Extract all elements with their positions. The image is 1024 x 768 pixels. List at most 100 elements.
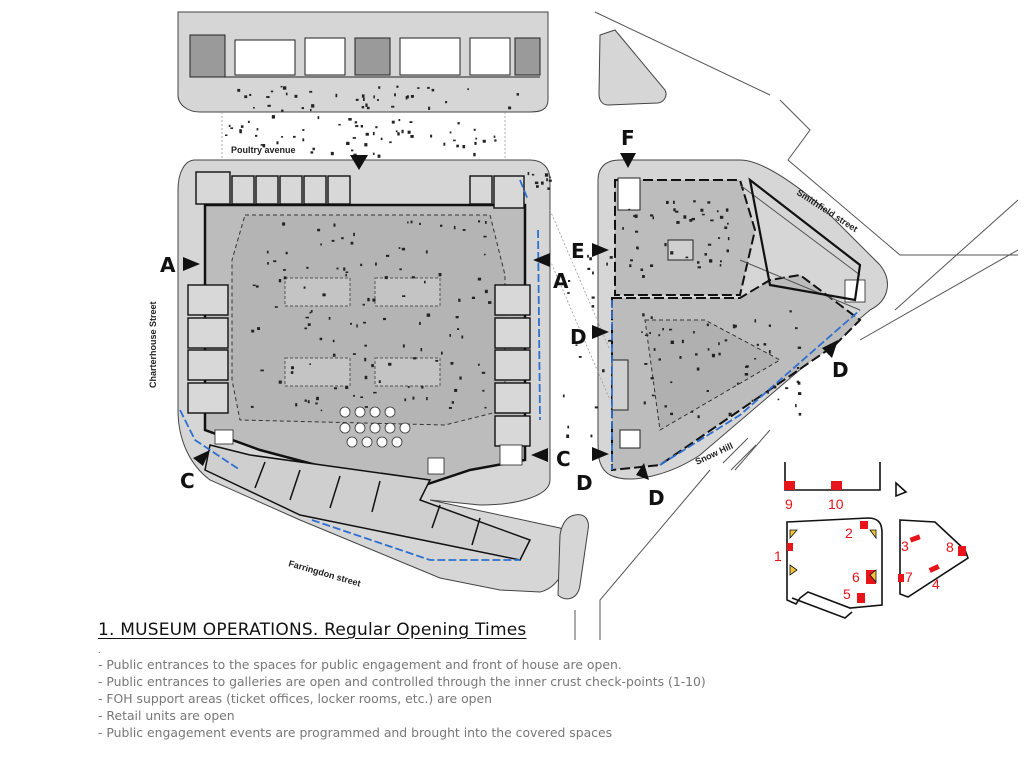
person-figure [737,382,739,385]
person-figure [608,339,612,342]
person-figure [257,327,260,330]
person-figure [280,85,283,88]
person-figure [419,321,421,325]
person-figure [536,185,539,188]
person-figure [458,298,461,302]
person-figure [767,390,769,394]
person-figure [798,392,802,395]
person-figure [477,277,482,281]
person-figure [531,173,535,176]
checkpoint-label-9: 9 [785,496,793,512]
person-figure [592,271,594,275]
person-figure [328,317,331,320]
person-figure [448,407,452,409]
person-figure [430,134,433,138]
person-figure [732,324,736,327]
person-figure [544,173,549,177]
person-figure [312,147,315,151]
entrance-arrow-f [620,153,636,168]
person-figure [754,358,757,360]
person-figure [363,321,366,324]
person-figure [373,391,377,394]
person-figure [431,88,435,92]
entrance-label-d-snowhill: D [648,486,665,510]
person-figure [483,235,487,238]
person-figure [696,367,700,371]
person-figure [332,339,335,343]
person-figure [728,412,732,417]
person-figure [691,217,695,221]
person-figure [640,268,644,271]
person-figure [309,311,312,314]
person-figure [305,316,309,319]
checkpoint-label-5: 5 [843,586,851,602]
person-figure [445,101,448,104]
person-figure [633,215,636,217]
person-figure [309,363,311,365]
person-figure [710,219,714,222]
person-figure [567,425,570,429]
street-label-charterhouse-street: Charterhouse Street [148,301,158,388]
road-island [557,514,589,600]
person-figure [727,237,730,241]
person-figure [407,386,410,388]
person-figure [707,243,712,246]
person-figure [622,227,624,230]
person-figure [473,152,476,157]
person-figure [378,380,381,383]
person-figure [375,126,378,129]
person-figure [365,103,368,107]
person-figure [401,247,406,251]
person-figure [240,125,244,128]
person-figure [508,106,512,110]
person-figure [768,324,771,327]
person-figure [641,331,643,333]
person-figure [413,357,417,360]
legend-item: - Public engagement events are programme… [98,725,613,740]
person-figure [493,135,496,138]
person-figure [670,412,673,416]
entrance-arrow-c-west [193,450,210,466]
person-figure [353,153,357,156]
person-figure [426,397,428,401]
person-figure [372,152,375,155]
person-figure [304,399,307,402]
person-figure [256,128,259,131]
person-figure [402,344,405,348]
person-figure [658,358,661,361]
person-figure [796,367,800,369]
person-figure [331,239,335,242]
person-figure [773,385,777,389]
north-building-detail [189,34,541,78]
person-figure [360,125,363,128]
person-figure [338,123,341,126]
person-figure [411,276,415,279]
person-figure [412,396,415,400]
person-figure [478,363,480,366]
person-figure [475,137,478,140]
person-figure [225,134,228,136]
person-figure [366,106,370,110]
entrance-label-d-mid: D [570,325,587,349]
person-figure [649,332,651,334]
person-figure [341,237,344,240]
street-label-farringdon-street: Farringdon street [287,558,361,588]
legend-item: - Public entrances to the spaces for pub… [98,657,622,672]
person-figure [718,352,721,356]
person-figure [237,88,241,92]
person-figure [281,109,284,112]
person-figure [797,346,802,349]
person-figure [642,275,645,278]
person-figure [670,381,673,384]
person-figure [693,331,695,334]
person-figure [711,353,715,358]
person-figure [302,129,305,131]
person-figure [700,208,704,212]
person-figure [441,351,443,355]
person-figure [291,366,294,370]
person-figure [307,323,311,326]
entrance-label-a-west: A [160,253,176,277]
entrance-label-f: F [621,126,635,150]
person-figure [410,135,414,138]
person-figure [664,243,667,247]
